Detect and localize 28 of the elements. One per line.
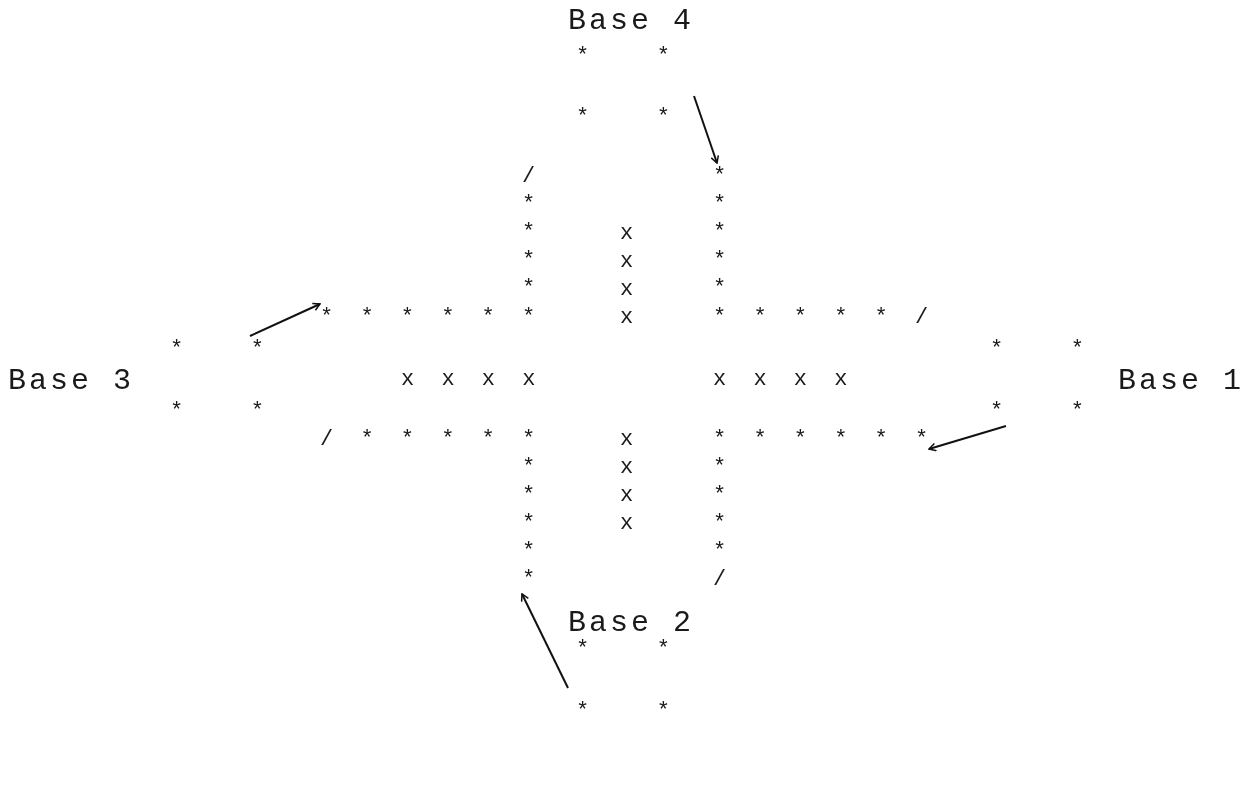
arrow bbox=[249, 302, 321, 337]
road-edge-marks: * * * * / bbox=[713, 454, 733, 594]
arrow bbox=[928, 425, 1007, 452]
road-edge-marks: * * * * * * bbox=[713, 426, 936, 454]
lane-divider-marks: x x x x bbox=[620, 426, 640, 538]
base-marks: * * bbox=[576, 698, 677, 726]
road-edge-marks: / * * * * bbox=[522, 163, 542, 303]
base-marks: * * bbox=[576, 636, 677, 664]
base-marks: * * bbox=[170, 336, 271, 364]
road-edge-marks: * * * * * * bbox=[320, 304, 543, 332]
base-label: Base 3 bbox=[8, 366, 135, 396]
lane-divider-marks: x x x x bbox=[713, 366, 855, 394]
road-edge-marks: * * * * * bbox=[522, 454, 542, 594]
base-marks: * * bbox=[990, 336, 1091, 364]
base-marks: * * bbox=[576, 43, 677, 71]
road-edge-marks: * * * * * bbox=[713, 163, 733, 303]
road-edge-marks: / * * * * * bbox=[320, 426, 543, 454]
arrow bbox=[520, 593, 569, 689]
base-label: Base 2 bbox=[568, 608, 695, 638]
base-marks: * * bbox=[576, 104, 677, 132]
base-marks: * * bbox=[170, 398, 271, 426]
arrow bbox=[693, 95, 720, 164]
base-marks: * * bbox=[990, 398, 1091, 426]
lane-divider-marks: x x x x bbox=[620, 220, 640, 332]
base-label: Base 4 bbox=[568, 6, 695, 36]
base-label: Base 1 bbox=[1118, 366, 1245, 396]
road-edge-marks: * * * * * / bbox=[713, 304, 936, 332]
lane-divider-marks: x x x x bbox=[401, 366, 543, 394]
